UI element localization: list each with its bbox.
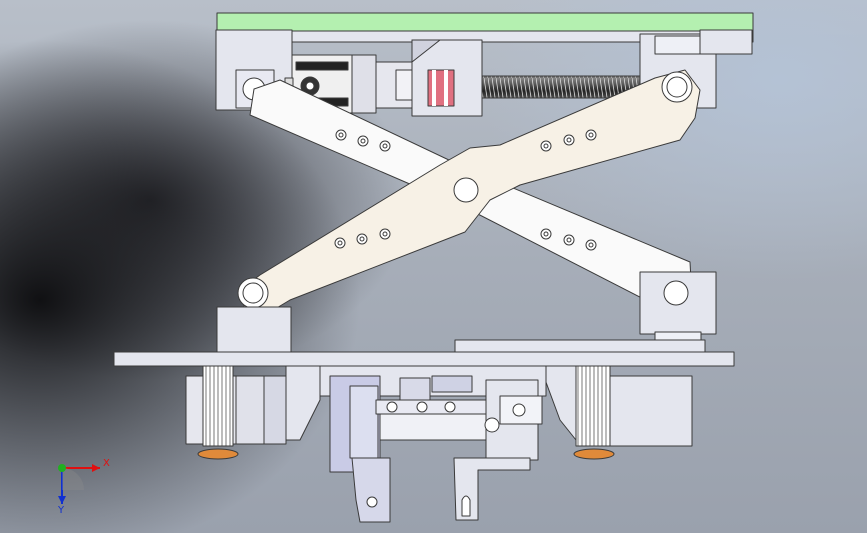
base-plate <box>113 351 735 367</box>
motor-flange <box>351 54 377 114</box>
origin-dot <box>58 464 66 472</box>
right-foot-pad <box>573 448 615 460</box>
gripper-finger-right <box>453 457 531 521</box>
coupling <box>427 69 455 107</box>
left-foot-pad <box>197 448 239 460</box>
center-pivot <box>453 177 479 203</box>
bottom-left-bracket <box>216 306 292 354</box>
right-foot-body <box>575 365 611 447</box>
arm-bolt-holes <box>334 129 597 251</box>
coordinate-triad <box>58 464 100 504</box>
y-axis-label: Y <box>58 505 65 516</box>
x-axis-label: X <box>103 458 110 469</box>
gripper-finger-left <box>351 457 391 523</box>
top-plate <box>216 12 754 32</box>
